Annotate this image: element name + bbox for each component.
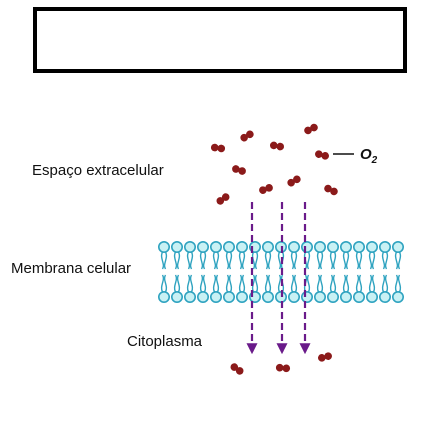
phospholipid [326,274,339,303]
oxygen-molecules [210,123,338,375]
phospholipid [339,274,352,303]
phospholipid [365,274,378,303]
phospholipid [171,241,184,270]
phospholipid [287,241,300,270]
phospholipid [158,274,171,303]
phospholipid [274,241,287,270]
phospholipid [339,241,352,270]
oxygen-molecule [269,141,285,151]
oxygen-molecule [287,175,301,187]
phospholipid [378,241,391,270]
o2-subscript: 2 [371,155,378,166]
lipid-bilayer [158,241,404,303]
title-box [33,7,407,73]
phospholipid [223,241,236,270]
cell-membrane-label: Membrana celular [11,260,132,277]
phospholipid [210,274,223,303]
phospholipid [378,274,391,303]
phospholipid [391,274,404,303]
phospholipid [236,241,249,270]
phospholipid [300,241,313,270]
phospholipid [249,241,262,270]
phospholipid [365,241,378,270]
oxygen-molecule [275,363,291,373]
phospholipid [261,274,274,303]
phospholipid [391,241,404,270]
oxygen-molecule [216,193,230,205]
phospholipid [184,274,197,303]
phospholipid [236,274,249,303]
phospholipid [352,274,365,303]
phospholipid [171,274,184,303]
oxygen-molecule [259,184,273,194]
phospholipid [300,274,313,303]
phospholipid [287,274,300,303]
phospholipid [261,241,274,270]
o2-label: O2 [360,147,377,166]
phospholipid [223,274,236,303]
phospholipid [197,241,210,270]
o2-letter: O [360,146,372,163]
oxygen-molecule [315,150,329,160]
phospholipid [326,241,339,270]
oxygen-molecule [324,184,338,196]
phospholipid [210,241,223,270]
extracellular-space-label: Espaço extracelular [32,162,164,179]
phospholipid [313,241,326,270]
oxygen-molecule [210,143,226,153]
cytoplasm-label: Citoplasma [127,333,203,350]
oxygen-molecule [318,352,332,362]
phospholipid [197,274,210,303]
phospholipid [352,241,365,270]
oxygen-molecule [230,363,244,375]
phospholipid [313,274,326,303]
oxygen-molecule [240,130,254,142]
oxygen-molecule [232,165,246,175]
diffusion-arrows [246,202,311,355]
oxygen-molecule [304,123,318,135]
phospholipid [184,241,197,270]
phospholipid [158,241,171,270]
